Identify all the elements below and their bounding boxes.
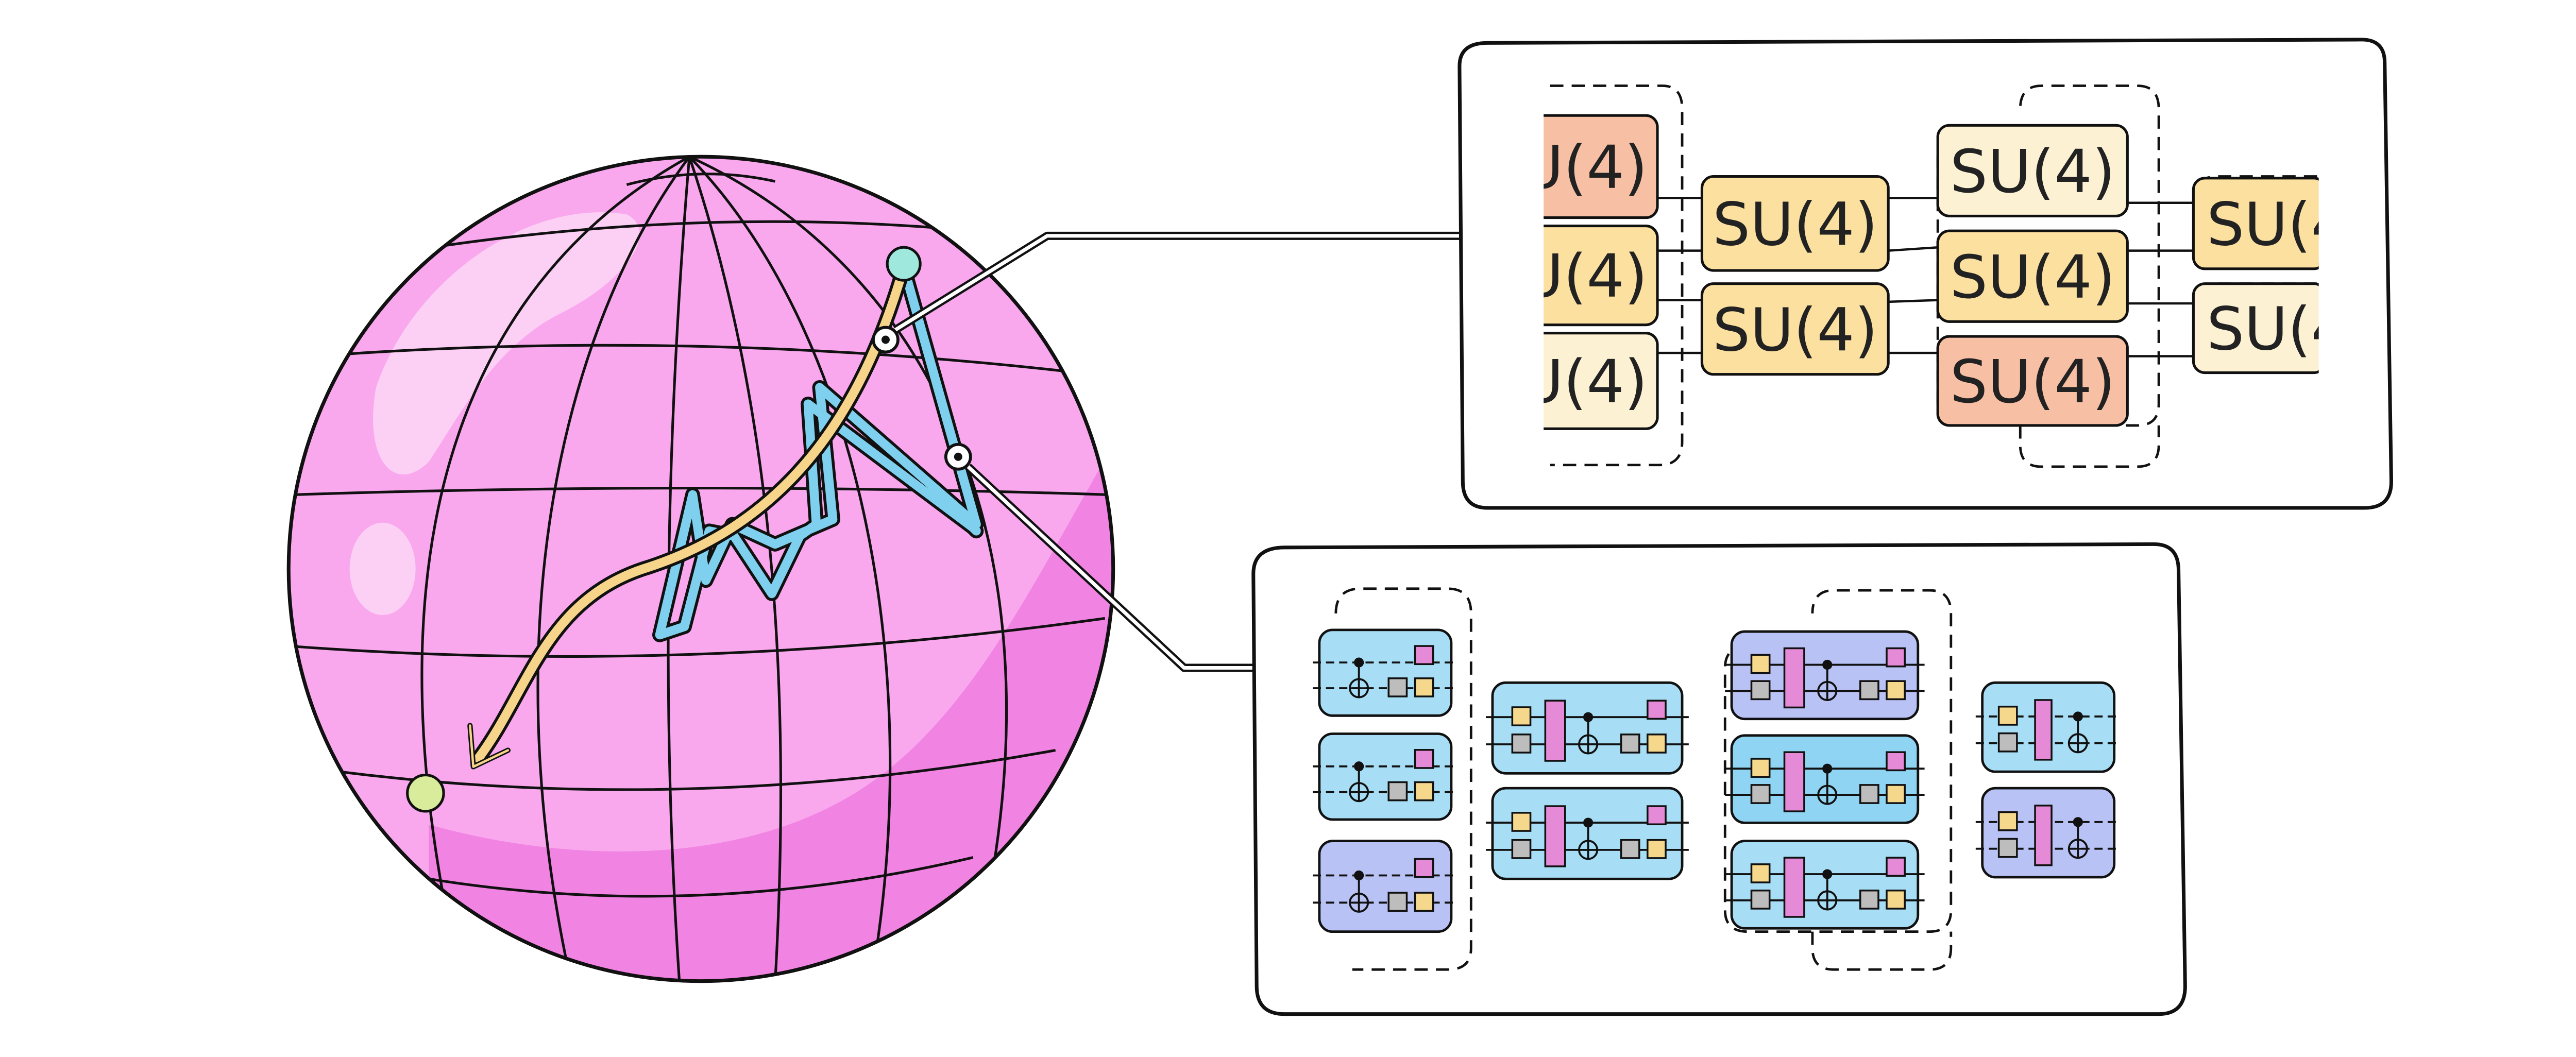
circuit-block	[1313, 628, 1458, 717]
longitude-line	[420, 157, 690, 924]
latitude-line	[293, 617, 1106, 658]
latitude-line	[340, 749, 1056, 791]
su4-gate-label: U(4)	[1520, 242, 1648, 311]
su4-gate-label: SU(4)	[1950, 243, 2115, 312]
circuit-block	[1975, 681, 2121, 773]
longitude-line	[536, 157, 691, 974]
circuit-panel	[1251, 542, 2187, 1016]
su4-gate: SU(4	[2192, 177, 2349, 270]
su4-gate-label: SU(4	[2207, 295, 2349, 364]
brickwork-panel: U(4) U(4) U(4) SU(4) SU(4) SU(4) SU(4) SU(4) SU(…	[1458, 38, 2394, 510]
callout-leaders	[893, 231, 1465, 672]
sphere-highlight	[373, 212, 640, 475]
su4-gate-label: SU(4)	[1713, 296, 1878, 365]
circuit-block	[1725, 734, 1925, 824]
end-point-marker	[406, 773, 445, 813]
circuit-block	[1725, 840, 1925, 930]
circuit-dashed-groups	[1334, 587, 1953, 971]
su4-gate: U(4)	[1520, 114, 1659, 219]
su4-gate: U(4)	[1520, 332, 1659, 430]
su4-gate: SU(4	[2192, 282, 2349, 374]
su4-gate: SU(4)	[1700, 282, 1890, 376]
su4-gate-label: SU(4)	[1950, 348, 2115, 417]
circuit-block	[1486, 787, 1689, 880]
latitude-line	[626, 173, 776, 186]
su4-gate: SU(4)	[1700, 175, 1890, 272]
su4-gate-label: U(4)	[1520, 133, 1648, 202]
brickwork-panel-frame	[1458, 38, 2394, 510]
circuit-block	[1725, 630, 1925, 721]
su4-gate-label: SU(4)	[1950, 138, 2115, 207]
sphere-highlight-small	[349, 522, 416, 616]
su4-gate-label: SU(4	[2207, 190, 2349, 259]
geodesic-path-yellow	[473, 262, 908, 763]
longitude-line	[688, 157, 783, 981]
latitude-line	[338, 344, 1064, 372]
circuit-block	[1313, 840, 1458, 933]
circuit-block	[1486, 681, 1689, 775]
su4-gate: U(4)	[1520, 225, 1659, 327]
circuit-block	[1313, 732, 1458, 821]
brickwork-wires	[1657, 196, 2319, 357]
latitude-line	[432, 220, 973, 249]
circuit-block	[1975, 787, 2121, 879]
latitude-line	[293, 487, 1109, 496]
latitude-line	[418, 856, 974, 898]
su4-gate-label: SU(4)	[1713, 190, 1878, 259]
start-point-marker	[886, 246, 922, 282]
longitude-line	[688, 157, 892, 965]
su4-gate: SU(4)	[1936, 335, 2129, 427]
su4-gate: SU(4)	[1936, 124, 2129, 217]
su4-gate-label: U(4)	[1520, 348, 1648, 417]
sphere-group	[286, 155, 1115, 983]
su4-gate: SU(4)	[1936, 229, 2129, 323]
noisy-path-blue	[655, 262, 981, 640]
